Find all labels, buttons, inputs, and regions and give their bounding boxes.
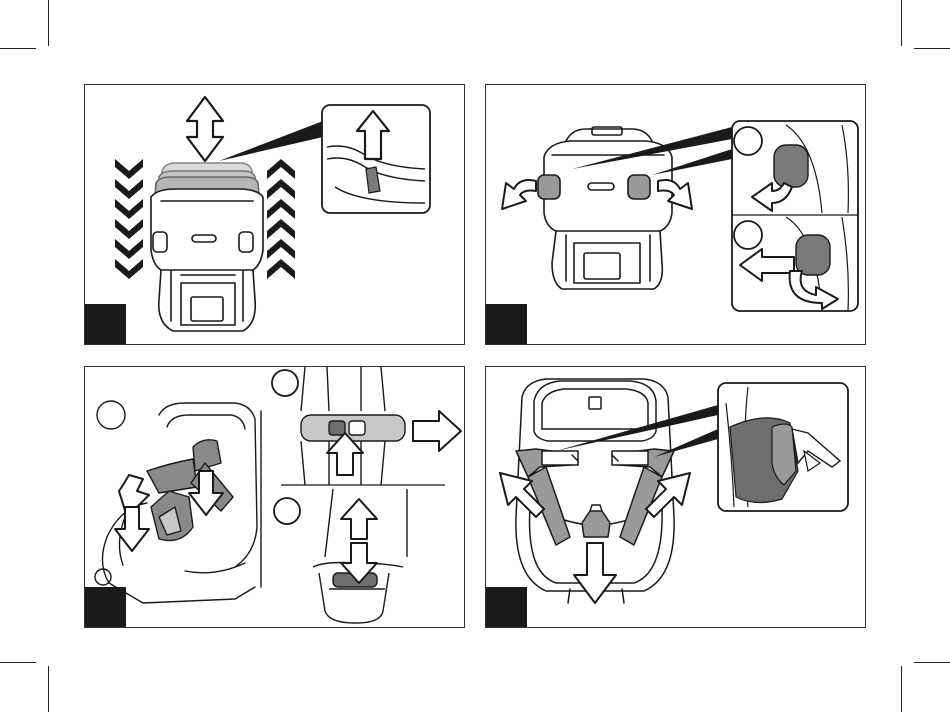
shoulder-pad-illustration — [486, 367, 866, 628]
crop-mark-bottom-right-v — [901, 666, 902, 712]
curved-arrow-left-icon — [502, 180, 536, 209]
up-arrow-icon — [341, 499, 377, 539]
down-arrow-icon — [574, 543, 616, 603]
crop-mark-top-right-h — [914, 48, 950, 49]
step-number-box — [85, 587, 126, 627]
step-number-box — [486, 304, 527, 344]
panel-side-wing-release — [485, 84, 866, 345]
chevron-down-stack-icon — [115, 159, 143, 279]
headrest-illustration — [85, 85, 465, 345]
crop-mark-bottom-left-h — [0, 662, 36, 663]
crop-mark-top-right-v — [901, 0, 902, 46]
step-number-box — [486, 587, 527, 627]
right-arrow-icon — [413, 411, 461, 451]
crop-mark-bottom-right-h — [914, 662, 950, 663]
panel-harness-shoulder-pads — [485, 366, 866, 628]
crop-mark-bottom-left-v — [48, 666, 49, 712]
lever-detail-icon — [322, 105, 430, 213]
crop-mark-top-left-h — [0, 48, 36, 49]
buckle-illustration — [85, 367, 465, 628]
crop-mark-top-left-v — [48, 0, 49, 46]
panel-harness-buckle-release — [84, 366, 465, 628]
panel-headrest-height-adjustment — [84, 84, 465, 345]
chevron-up-stack-icon — [267, 159, 295, 279]
step-number-box — [85, 304, 126, 344]
side-wing-illustration — [486, 85, 866, 345]
strap-detail-icon — [718, 383, 848, 511]
double-arrow-icon — [187, 97, 223, 161]
rotate-arrow-icon — [732, 121, 858, 311]
